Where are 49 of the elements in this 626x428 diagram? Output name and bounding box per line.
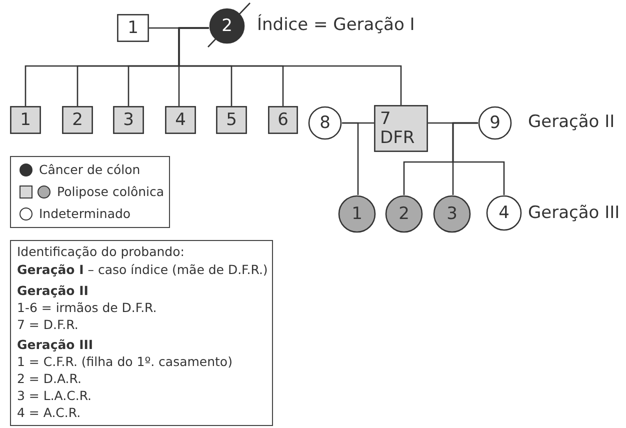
generation-label: Índice = Geração I — [257, 15, 415, 35]
note-text: 2 = D.A.R. — [17, 371, 82, 386]
individual-number: 1 — [352, 204, 362, 224]
pedigree-line — [178, 27, 402, 105]
female-circle — [433, 195, 471, 233]
individual-number: 5 — [226, 110, 237, 130]
section-heading: Geração III — [17, 337, 94, 352]
female-circle — [338, 195, 376, 233]
legend-text: Polipose colônica — [57, 184, 164, 199]
individual-number: 2 — [72, 110, 83, 130]
male-square — [10, 106, 41, 134]
male-square — [216, 106, 247, 134]
note-text: 3 = L.A.C.R. — [17, 388, 92, 403]
pedigree-line — [342, 122, 359, 195]
individual-number: 4 — [498, 204, 510, 222]
male-square — [165, 106, 196, 134]
section-heading: Geração II — [17, 283, 88, 298]
male-square — [268, 106, 298, 134]
male-square — [374, 105, 428, 152]
individual-number: 3 — [123, 110, 134, 130]
individual-number: 9 — [490, 114, 500, 132]
female-circle — [385, 195, 423, 233]
legend-text: Indeterminado — [39, 206, 131, 221]
male-square — [117, 14, 149, 42]
individual-number: 2 — [222, 16, 232, 36]
note-text: 7 = D.F.R. — [17, 317, 78, 332]
individual-number: 2 — [398, 204, 410, 224]
generation-label: Geração II — [528, 112, 615, 132]
male-square — [62, 106, 93, 134]
note-text: Geração I – caso índice (mãe de D.F.R.) — [17, 262, 268, 277]
pedigree-line — [452, 122, 505, 195]
female-circle — [308, 106, 342, 140]
female-circle — [486, 195, 522, 231]
individual-number: 3 — [446, 204, 458, 224]
note-text: 4 = A.C.R. — [17, 405, 81, 420]
legend-text: Câncer de cólon — [39, 162, 140, 177]
individual-number: 8 — [320, 114, 330, 132]
note-text: 1 = C.F.R. (filha do 1º. casamento) — [17, 354, 232, 369]
individual-number: 1 — [20, 110, 31, 130]
individual-number: DFR — [380, 128, 415, 148]
female-circle — [478, 106, 512, 140]
generation-label: Geração III — [528, 203, 620, 223]
individual-number: 6 — [278, 110, 288, 130]
male-square — [113, 106, 144, 134]
individual-number: 4 — [175, 110, 186, 130]
individual-number: 1 — [128, 18, 138, 38]
note-text: 1-6 = irmãos de D.F.R. — [17, 300, 157, 315]
individual-number: 7 — [380, 110, 391, 128]
note-text: Identificação do probando: — [17, 244, 184, 259]
